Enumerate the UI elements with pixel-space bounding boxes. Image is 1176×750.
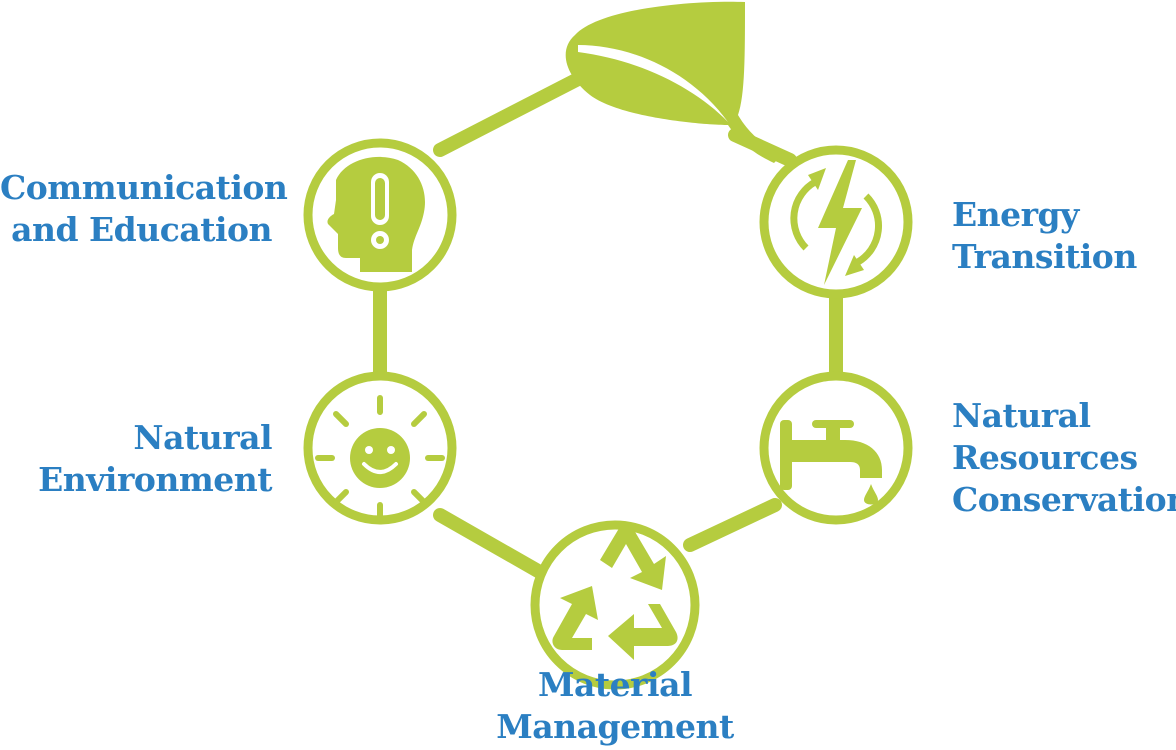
label-resources-line-2: Resources [952,438,1138,477]
label-communication-line-1: Communication [0,168,288,207]
connector-material-resources [683,498,782,552]
leaf-icon [565,1,782,164]
recycle-icon [552,525,678,660]
label-communication: Communication and Education [0,167,288,251]
label-environment: Natural Environment [0,417,272,501]
label-environment-line-1: Natural [133,418,272,457]
node-energy [759,145,913,299]
label-energy-line-2: Transition [952,237,1137,276]
label-resources-line-1: Natural [952,396,1091,435]
head-exclamation-icon [327,156,425,272]
connector-communication-leaf [433,71,587,157]
label-resources: Natural Resources Conservation [952,395,1176,521]
lightning-cycle-icon [790,160,882,285]
water-tap-icon [780,420,882,505]
label-material-line-1: Material [538,665,693,704]
label-material-line-2: Management [496,707,734,746]
label-material: Material Management [455,664,775,748]
node-environment [303,371,457,525]
node-material [530,520,700,690]
node-resources [759,371,913,525]
node-communication [303,138,457,292]
smiling-sun-icon [315,395,445,522]
connector-environment-material [433,508,552,582]
label-energy-line-1: Energy [952,195,1079,234]
label-environment-line-2: Environment [38,460,272,499]
label-communication-line-2: and Education [11,210,272,249]
label-resources-line-3: Conservation [952,480,1176,519]
label-energy: Energy Transition [952,194,1137,278]
